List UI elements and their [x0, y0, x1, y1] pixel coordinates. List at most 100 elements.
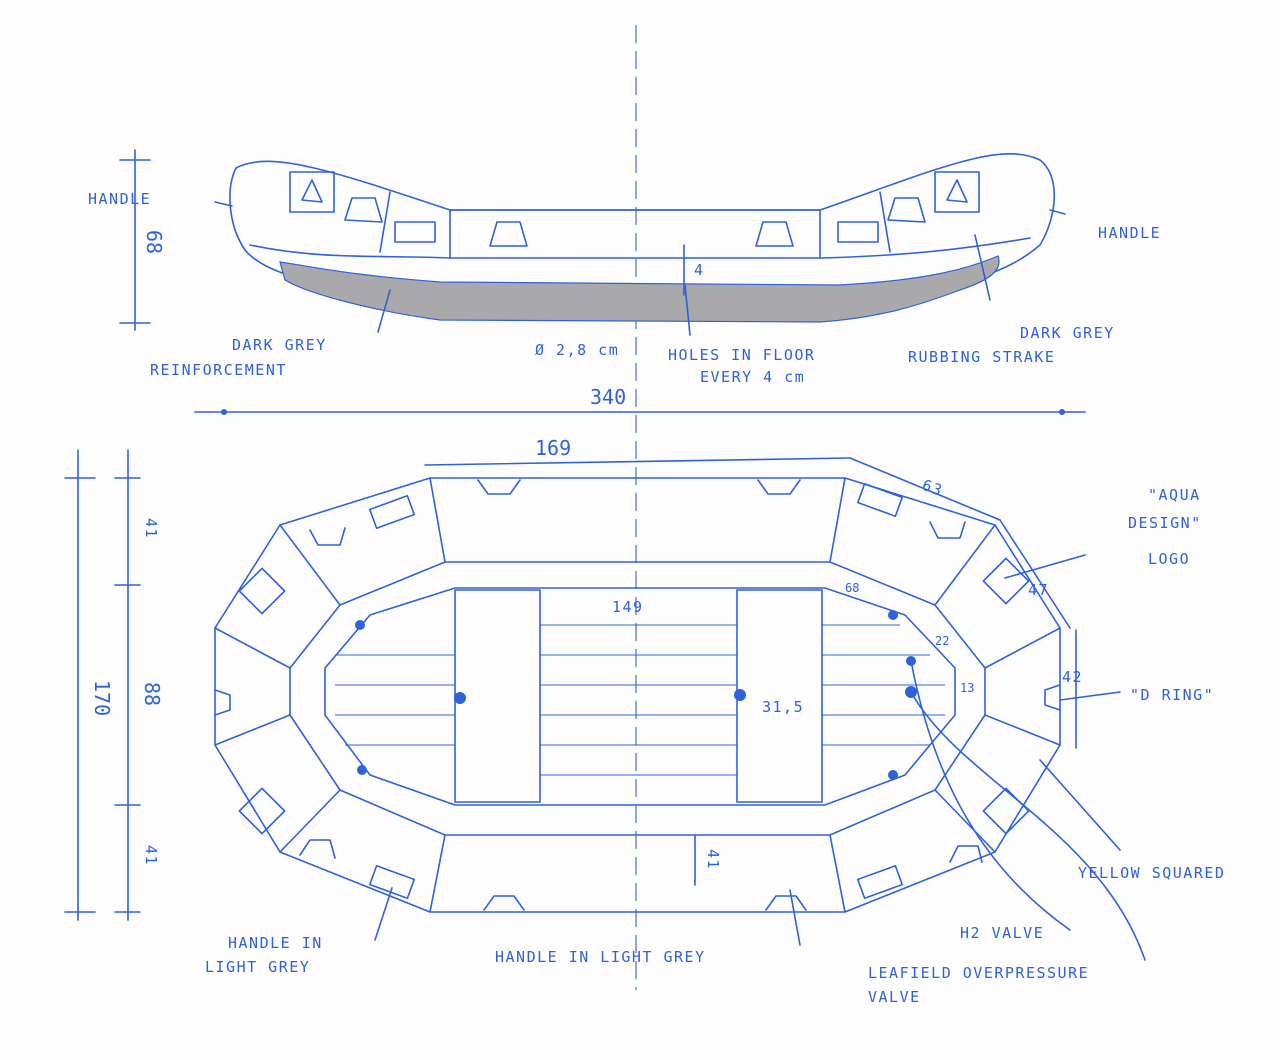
handle-icon: [483, 895, 525, 911]
leader-handle-center: [789, 889, 801, 946]
handle-icon: [757, 479, 801, 495]
label-light-grey: LIGHT GREY: [205, 958, 310, 976]
label-170: 170: [90, 680, 114, 716]
handle-icon: [755, 221, 794, 247]
logo-triangle-icon: [946, 179, 968, 203]
thwart-right: [736, 589, 823, 803]
handle-icon: [477, 479, 521, 495]
tube-seam: [829, 477, 846, 563]
label-handle-left: HANDLE: [88, 190, 151, 208]
label-handle-center: HANDLE IN LIGHT GREY: [495, 948, 706, 966]
side-seam: [879, 191, 891, 253]
arrow-handle-left: [214, 201, 233, 207]
handle-icon: [929, 521, 966, 539]
tube-seam: [984, 627, 1061, 669]
label-overall-length: 340: [590, 385, 626, 409]
label-149: 149: [612, 598, 644, 616]
label-reinforcement: REINFORCEMENT: [150, 361, 287, 379]
tube-seam: [429, 834, 446, 913]
label-41-top: 41: [142, 518, 160, 539]
side-seam: [379, 191, 391, 253]
top-view: 169 63 149 68 22 13 31,5 47 42 170 88 41…: [64, 436, 1225, 1006]
handle-rect-icon: [394, 221, 436, 243]
handle-icon: [309, 527, 346, 546]
floor-outline: [324, 587, 956, 806]
handle-rect-icon: [856, 864, 904, 900]
label-31-5: 31,5: [762, 698, 804, 716]
label-22: 22: [935, 634, 949, 648]
label-logo: LOGO: [1148, 550, 1190, 568]
aqua-design-logo: [982, 557, 1030, 605]
label-dark-grey-1: DARK GREY: [232, 336, 327, 354]
d-ring-dot: [357, 765, 367, 775]
leader-leafield: [910, 691, 1146, 961]
tube-seam: [214, 714, 291, 746]
dim-dot: [221, 409, 227, 415]
side-tube-outline: [229, 153, 1055, 296]
tube-seam: [934, 524, 996, 606]
aqua-design-logo: [982, 787, 1030, 835]
handle-icon: [344, 197, 383, 223]
handle-icon: [949, 845, 983, 863]
handle-icon: [887, 197, 926, 223]
label-rubbing-strake: RUBBING STRAKE: [908, 348, 1055, 366]
label-design: DESIGN": [1128, 514, 1202, 532]
label-hole-diameter: Ø 2,8 cm: [535, 341, 619, 359]
handle-rect-icon: [368, 864, 416, 900]
label-height: 68: [142, 230, 166, 254]
label-yellow-squared: YELLOW SQUARED: [1078, 864, 1225, 882]
tube-middle-line: [249, 237, 1031, 259]
leader-yellow: [1039, 759, 1121, 851]
dim-dot: [1059, 409, 1065, 415]
label-strip-height: 4: [694, 261, 705, 279]
handle-icon: [765, 895, 807, 911]
valve-dot: [454, 692, 466, 704]
leader-logo: [1004, 554, 1086, 579]
label-holes-floor: HOLES IN FLOOR: [668, 346, 815, 364]
tube-seam: [279, 524, 341, 606]
side-view: HANDLE HANDLE 68 4 DARK GREY REINFORCEME…: [88, 149, 1161, 415]
label-68: 68: [845, 581, 859, 595]
tube-seam: [214, 627, 291, 669]
leader-d-ring: [1059, 691, 1121, 701]
label-handle-in: HANDLE IN: [228, 934, 323, 952]
dim-169-line: [424, 457, 851, 466]
leader-h2-valve: [910, 660, 1071, 931]
thwart-left: [454, 589, 541, 803]
outer-tube-outline: [214, 477, 1061, 913]
aqua-design-logo: [238, 787, 286, 835]
label-h2-valve: H2 VALVE: [960, 924, 1044, 942]
logo-triangle-icon: [301, 179, 323, 203]
aqua-design-logo: [238, 567, 286, 615]
leader-holes: [684, 284, 691, 336]
label-aqua: "AQUA: [1148, 486, 1201, 504]
leader-reinforcement: [377, 289, 391, 333]
label-every-4cm: EVERY 4 cm: [700, 368, 805, 386]
leader-strake: [974, 234, 991, 301]
tube-seam: [829, 834, 846, 913]
label-88: 88: [140, 682, 164, 706]
leader-handle-left: [374, 887, 393, 941]
side-logo-right: [934, 171, 980, 213]
label-handle-right: HANDLE: [1098, 224, 1161, 242]
label-13: 13: [960, 681, 974, 695]
label-dark-grey-2: DARK GREY: [1020, 324, 1115, 342]
handle-icon: [214, 689, 231, 716]
d-ring-dot: [355, 620, 365, 630]
grey-reinforcement-strip: [279, 255, 1000, 323]
dim-47-line: [999, 519, 1071, 629]
d-ring-dot: [888, 610, 898, 620]
handle-icon: [1044, 684, 1061, 711]
handle-icon: [299, 839, 336, 859]
tube-seam: [934, 789, 996, 853]
tube-seam: [279, 789, 341, 853]
dim-63-line: [849, 457, 1001, 521]
label-leafield: LEAFIELD OVERPRESSURE: [868, 964, 1089, 982]
d-ring-dot: [888, 770, 898, 780]
arrow-handle-right: [1049, 209, 1066, 215]
label-41-floor: 41: [704, 849, 722, 870]
handle-icon: [489, 221, 528, 247]
label-valve: VALVE: [868, 988, 921, 1006]
